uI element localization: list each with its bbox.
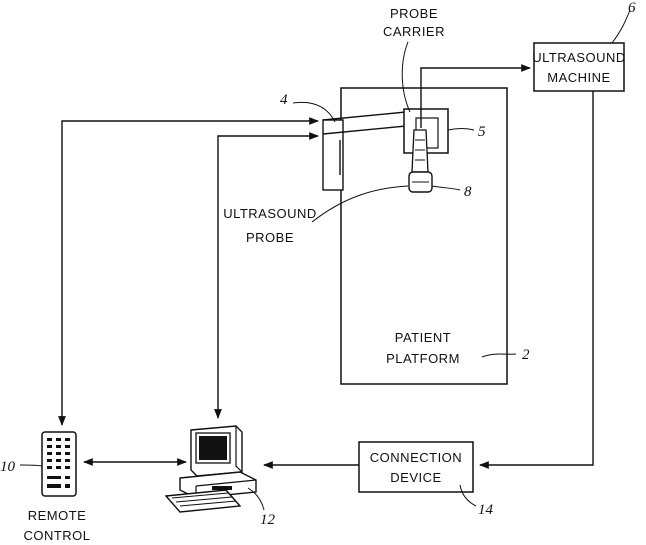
- carrier-ref: 5: [478, 124, 486, 140]
- connection-ref: 14: [478, 502, 494, 518]
- patient-platform-label-1: PATIENT: [395, 330, 451, 345]
- platform-ref: 2: [522, 347, 530, 363]
- ultrasound-machine-label-1: ULTRASOUND: [532, 50, 626, 65]
- computer-ref: 12: [260, 512, 276, 528]
- ultrasound-probe-label-2: PROBE: [246, 230, 294, 245]
- remote-control: [42, 432, 76, 496]
- probe-carrier-leader: [402, 42, 410, 112]
- probe-shaft: [412, 130, 428, 172]
- probe-ref-leader: [432, 186, 460, 190]
- connection-device-label-2: DEVICE: [390, 470, 441, 485]
- probe-carrier-label-2: CARRIER: [383, 24, 445, 39]
- platform-leader: [482, 354, 516, 357]
- ultrasound-machine-label-2: MACHINE: [547, 70, 610, 85]
- computer-arm-link: [218, 136, 318, 418]
- machine-to-connection-arrow: [480, 91, 593, 465]
- probe-carrier-label-1: PROBE: [390, 6, 438, 21]
- connection-device-label-1: CONNECTION: [370, 450, 462, 465]
- ultrasound-probe-label-1: ULTRASOUND: [223, 206, 317, 221]
- carrier-ref-leader: [448, 129, 474, 131]
- remote-arm-link: [62, 121, 318, 425]
- remote-control-label-1: REMOTE: [28, 508, 87, 523]
- probe-ref: 8: [464, 184, 472, 200]
- arm-ref: 4: [280, 92, 288, 108]
- remote-control-label-2: CONTROL: [23, 528, 90, 543]
- computer: [166, 426, 256, 512]
- machine-ref: 6: [628, 0, 636, 16]
- remote-ref: 10: [0, 459, 16, 475]
- patient-platform-label-2: PLATFORM: [386, 351, 460, 366]
- ultrasound-probe-leader: [312, 186, 408, 222]
- remote-leader: [20, 465, 42, 466]
